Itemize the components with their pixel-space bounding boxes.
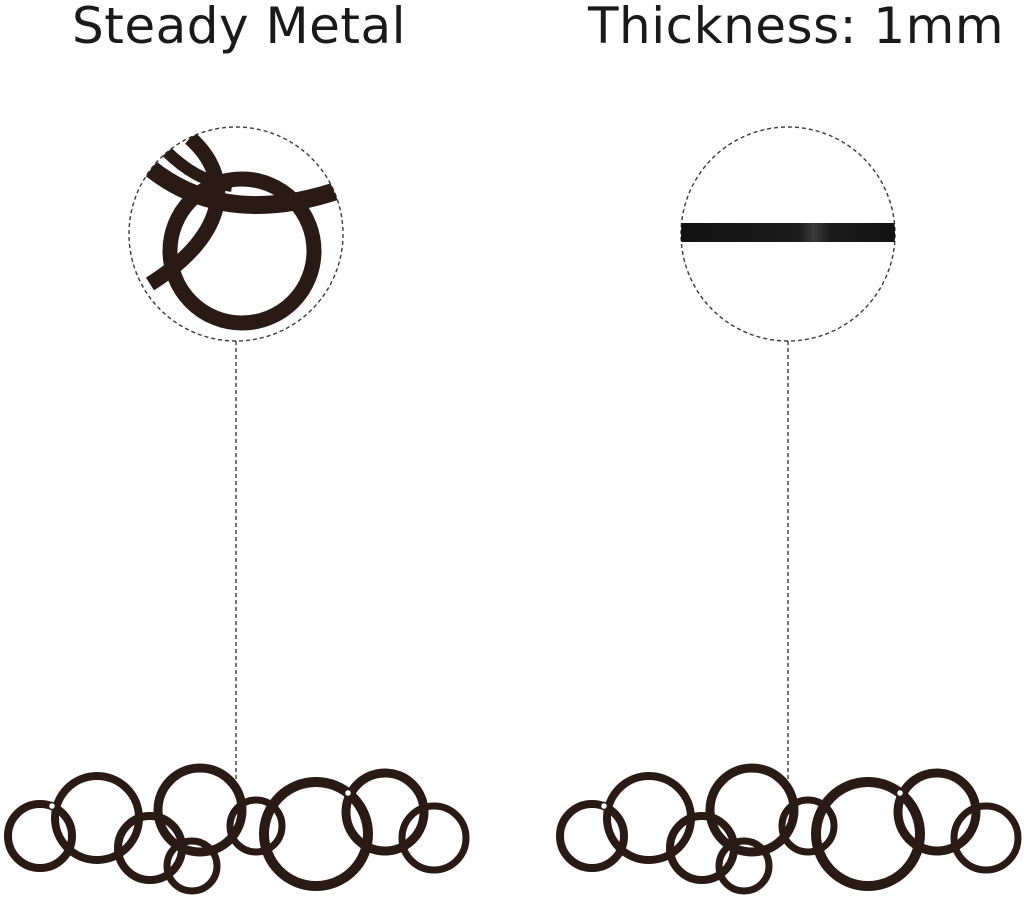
steady-metal-label: Steady Metal <box>72 0 407 55</box>
thickness-label: Thickness: 1mm <box>588 0 1005 55</box>
ring-cluster-chain-right <box>556 763 1022 895</box>
ring-cluster-chain-left <box>4 763 470 895</box>
ring-closeup-icon <box>128 126 344 342</box>
wire-cross-section-icon <box>680 126 896 342</box>
